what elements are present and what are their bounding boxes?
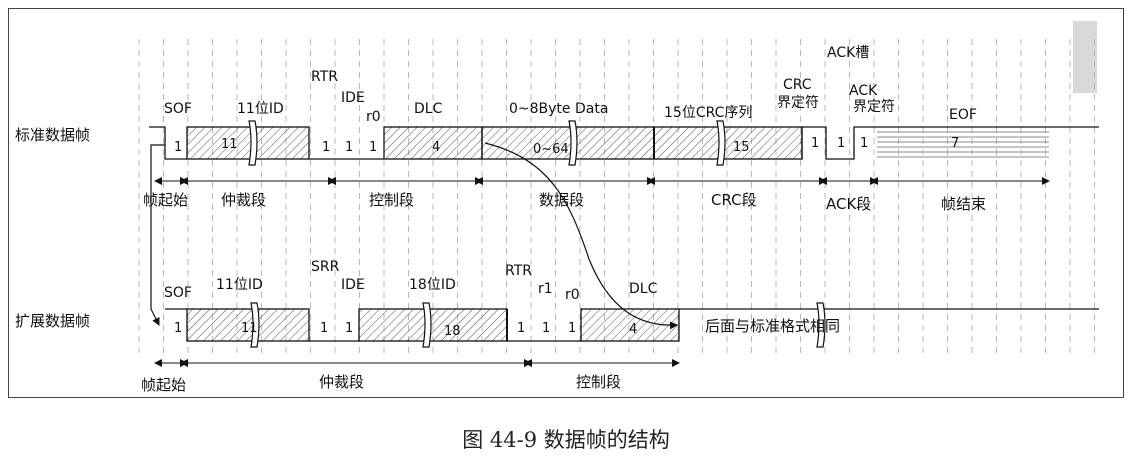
std-sof-label: SOF	[164, 101, 192, 117]
figure-caption: 图 44-9 数据帧的结构	[462, 428, 670, 452]
std-data-value: 0~64	[533, 142, 569, 157]
std-sof-value: 1	[174, 140, 182, 155]
std-seg-sof: 帧起始	[143, 191, 188, 209]
ext-seg-ctrl: 控制段	[576, 373, 621, 391]
can-frame-diagram: 标准数据帧 SOF 11位ID RTR IDE	[15, 21, 1099, 394]
std-r0-label: r0	[366, 109, 381, 125]
ext-sof-value: 1	[174, 321, 182, 336]
std-crc-seq-label: 15位CRC序列	[664, 105, 752, 121]
std-rtr-label: RTR	[311, 69, 338, 85]
scroll-thumb[interactable]	[1073, 21, 1097, 93]
ext-id18-value: 18	[444, 324, 461, 339]
std-data-label: 0~8Byte Data	[509, 101, 608, 117]
std-ide-value: 1	[345, 140, 353, 155]
std-r0-value: 1	[369, 140, 377, 155]
ext-seg-sof: 帧起始	[141, 376, 186, 394]
ext-r0-value: 1	[568, 321, 576, 336]
std-crc-delim-label-1: CRC	[783, 77, 812, 93]
std-seg-crc: CRC段	[711, 191, 757, 209]
std-seg-eof: 帧结束	[941, 195, 986, 213]
ext-ide-value: 1	[345, 321, 353, 336]
row-label-standard: 标准数据帧	[15, 126, 90, 144]
std-seg-ctrl: 控制段	[369, 191, 414, 209]
ext-remaining-note: 后面与标准格式相同	[705, 317, 840, 335]
std-eof-label: EOF	[949, 107, 977, 123]
row-label-extended: 扩展数据帧	[15, 312, 90, 330]
ext-srr-label: SRR	[311, 259, 340, 275]
std-id-label: 11位ID	[237, 101, 284, 117]
bit-grid	[138, 39, 1095, 354]
std-ack-delim-label-2: 界定符	[853, 99, 895, 115]
std-ack-delim-value: 1	[860, 136, 868, 151]
ext-r0-label: r0	[565, 287, 580, 303]
ext-r1-value: 1	[542, 321, 550, 336]
std-eof-value: 7	[951, 136, 959, 151]
std-seg-ack: ACK段	[826, 195, 871, 213]
std-dlc-label: DLC	[414, 101, 443, 117]
ext-seg-arb: 仲裁段	[319, 373, 364, 391]
std-ide-label: IDE	[341, 90, 365, 106]
ext-rtr-value: 1	[517, 321, 525, 336]
std-crc-delim-value: 1	[811, 136, 819, 151]
std-ack-slot-label: ACK槽	[827, 45, 869, 61]
ext-r1-label: r1	[538, 281, 553, 297]
std-seg-data: 数据段	[539, 191, 584, 209]
ext-sof-label: SOF	[164, 285, 192, 301]
standard-frame-signal	[149, 120, 1099, 166]
extended-frame-signal	[165, 302, 1099, 348]
figure-frame: 标准数据帧 SOF 11位ID RTR IDE	[8, 8, 1124, 398]
std-crc-value: 15	[733, 140, 750, 155]
std-id-value: 11	[221, 137, 238, 152]
std-dlc-value: 4	[432, 140, 440, 155]
ext-dlc-value: 4	[629, 322, 637, 337]
ext-id11-label: 11位ID	[216, 277, 263, 293]
ext-id11-value: 11	[241, 321, 258, 336]
std-ack-delim-label-1: ACK	[849, 83, 878, 99]
std-crc-delim-label-2: 界定符	[777, 95, 819, 111]
sof-link-arrow	[150, 144, 165, 326]
ext-id18-label: 18位ID	[409, 277, 456, 293]
dlc-link-arrow	[484, 142, 678, 330]
ext-srr-value: 1	[320, 321, 328, 336]
std-seg-arb: 仲裁段	[221, 191, 266, 209]
ext-rtr-label: RTR	[505, 263, 532, 279]
std-rtr-value: 1	[322, 140, 330, 155]
ext-dlc-label: DLC	[629, 281, 658, 297]
std-ack-slot-value: 1	[837, 136, 845, 151]
ext-ide-label: IDE	[341, 277, 365, 293]
